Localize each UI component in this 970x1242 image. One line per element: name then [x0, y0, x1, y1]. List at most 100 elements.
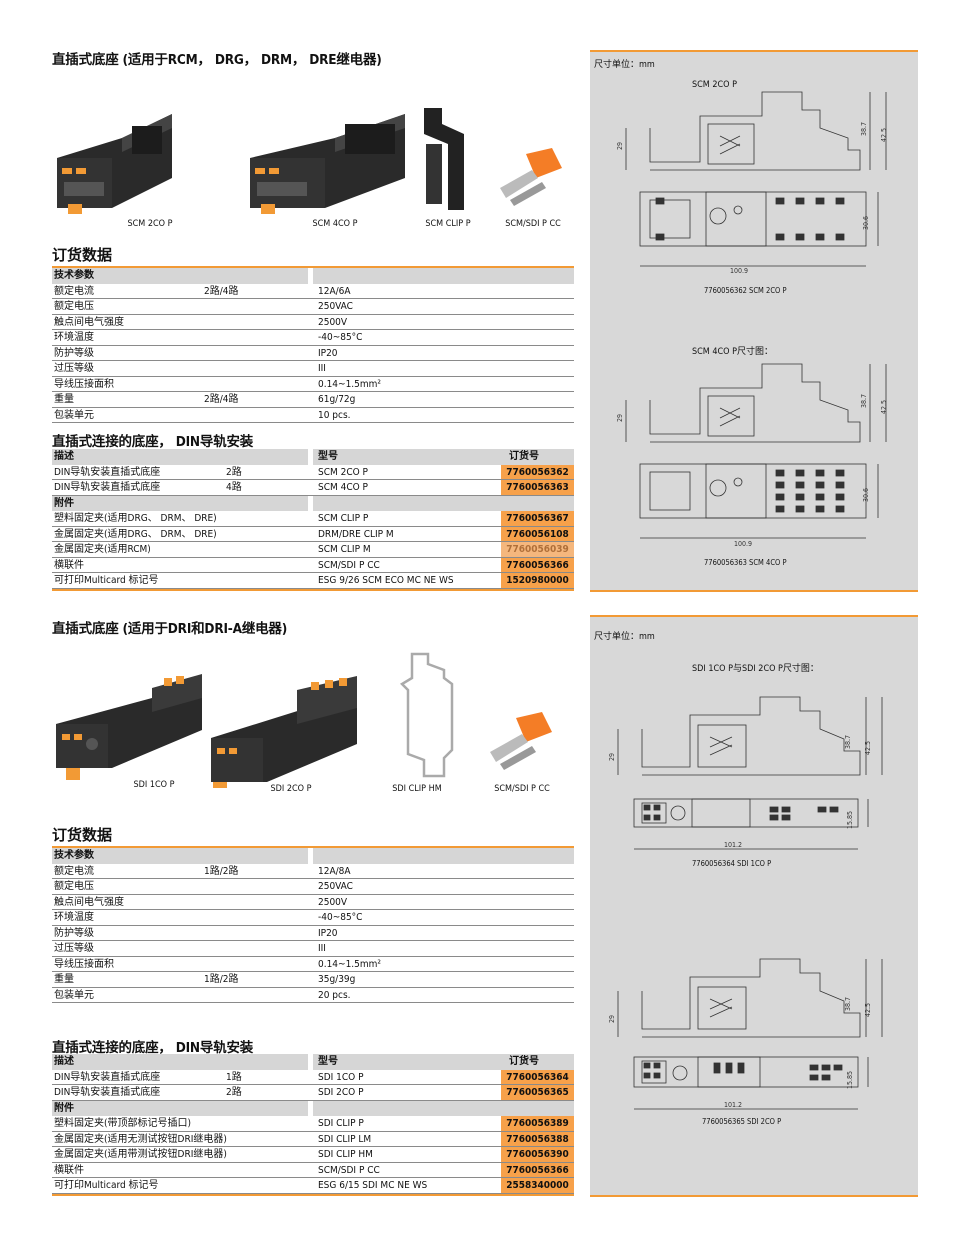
- section1-order-heading: 订货数据: [52, 246, 113, 264]
- order-number: 7760056363: [501, 480, 574, 495]
- dimension-height-left: 29: [608, 752, 616, 761]
- dimension-height-a: 38.7: [860, 121, 868, 136]
- scm-4co-p-image: [250, 114, 405, 214]
- order-number: 1520980000: [501, 573, 574, 588]
- dimension-panel-1: 尺寸单位：mm SCM 2CO P 29 38.7 42.5 30.6 100.…: [590, 50, 918, 592]
- product-caption: SCM/SDI P CC: [494, 784, 550, 794]
- section2-din-heading: 直插式连接的底座， DIN导轨安装: [52, 1040, 254, 1056]
- dimension-width: 101.2: [724, 841, 743, 849]
- scm-4co-p-side-drawing: [625, 363, 887, 539]
- order-number: 7760056366: [501, 1162, 574, 1177]
- sdi-1co-p-image: [56, 674, 202, 780]
- scm-2co-p-side-drawing: [625, 91, 887, 267]
- unit-label: 尺寸单位：mm: [594, 632, 655, 642]
- section1-din-heading: 直插式连接的底座， DIN导轨安装: [52, 434, 254, 450]
- drawing-caption: 7760056364 SDI 1CO P: [692, 859, 772, 868]
- dimension-height-left: 29: [616, 141, 624, 150]
- product-caption: SCM 4CO P: [312, 219, 358, 229]
- dimension-depth: 30.6: [862, 487, 870, 502]
- order-number: 7760056389: [501, 1116, 574, 1131]
- product-caption: SDI 2CO P: [270, 784, 312, 794]
- dimension-height-a: 38.7: [860, 393, 868, 408]
- dimension-width: 101.2: [724, 1101, 743, 1109]
- order-number: 7760056388: [501, 1131, 574, 1146]
- table-row: 环境温度-40~85°C: [52, 330, 574, 346]
- table-row: 环境温度-40~85°C: [52, 910, 574, 926]
- dimension-height-left: 29: [616, 413, 624, 422]
- order-number: 7760056367: [501, 511, 574, 526]
- scm-sdi-p-cc-image: [490, 712, 552, 770]
- drawing-title: SDI 1CO P与SDI 2CO P尺寸图：: [692, 664, 819, 674]
- drawing-title: SCM 4CO P尺寸图：: [692, 347, 773, 357]
- sdi-2co-p-image: [211, 676, 357, 788]
- order-number: 7760056366: [501, 557, 574, 572]
- dimension-depth: 15.85: [846, 810, 854, 829]
- order-number: 7760056365: [501, 1085, 574, 1100]
- sdi-1co-p-drawing: [617, 696, 883, 850]
- sdi-2co-p-drawing: [617, 958, 883, 1110]
- section2-order-heading: 订货数据: [52, 826, 113, 844]
- scm-2co-p-image: [57, 114, 172, 214]
- unit-label: 尺寸单位：mm: [594, 60, 655, 70]
- product-caption: SDI CLIP HM: [392, 784, 442, 794]
- order-number: 7760056108: [501, 526, 574, 541]
- dimension-width: 100.9: [734, 540, 753, 548]
- product-caption: SCM 2CO P: [127, 219, 173, 229]
- dimension-height-b: 42.5: [864, 1002, 872, 1017]
- dimension-height-b: 42.5: [864, 740, 872, 755]
- product-caption: SCM CLIP P: [425, 219, 471, 229]
- dimension-width: 100.9: [730, 267, 749, 275]
- order-number: 7760056390: [501, 1147, 574, 1162]
- scm-clip-p-image: [424, 108, 464, 210]
- drawing-caption: 7760056362 SCM 2CO P: [704, 286, 787, 295]
- dimension-height-b: 42.5: [880, 399, 888, 414]
- order-number: 7760056364: [501, 1069, 574, 1084]
- order-number: 7760056039: [501, 542, 574, 557]
- din-table-header: 描述型号订货号: [52, 449, 574, 465]
- section1-title: 直插式底座 (适用于RCM， DRG， DRM， DRE继电器): [52, 52, 382, 68]
- dimension-height-a: 38.7: [844, 996, 852, 1011]
- dimension-depth: 30.6: [862, 215, 870, 230]
- section2-title: 直插式底座 (适用于DRI和DRI-A继电器): [52, 621, 288, 637]
- din-table-header: 描述型号订货号: [52, 1054, 574, 1070]
- scm-sdi-p-cc-image: [500, 148, 562, 206]
- product-caption: SDI 1CO P: [133, 780, 175, 790]
- drawing-title: SCM 2CO P: [692, 80, 737, 90]
- dimension-depth: 15.85: [846, 1070, 854, 1089]
- accessory-header: 附件: [52, 495, 574, 511]
- accessory-header: 附件: [52, 1100, 574, 1116]
- drawing-caption: 7760056363 SCM 4CO P: [704, 558, 787, 567]
- dimension-height-left: 29: [608, 1014, 616, 1023]
- tech-table-header: 技术参数: [52, 848, 574, 864]
- dimension-height-a: 38.7: [844, 734, 852, 749]
